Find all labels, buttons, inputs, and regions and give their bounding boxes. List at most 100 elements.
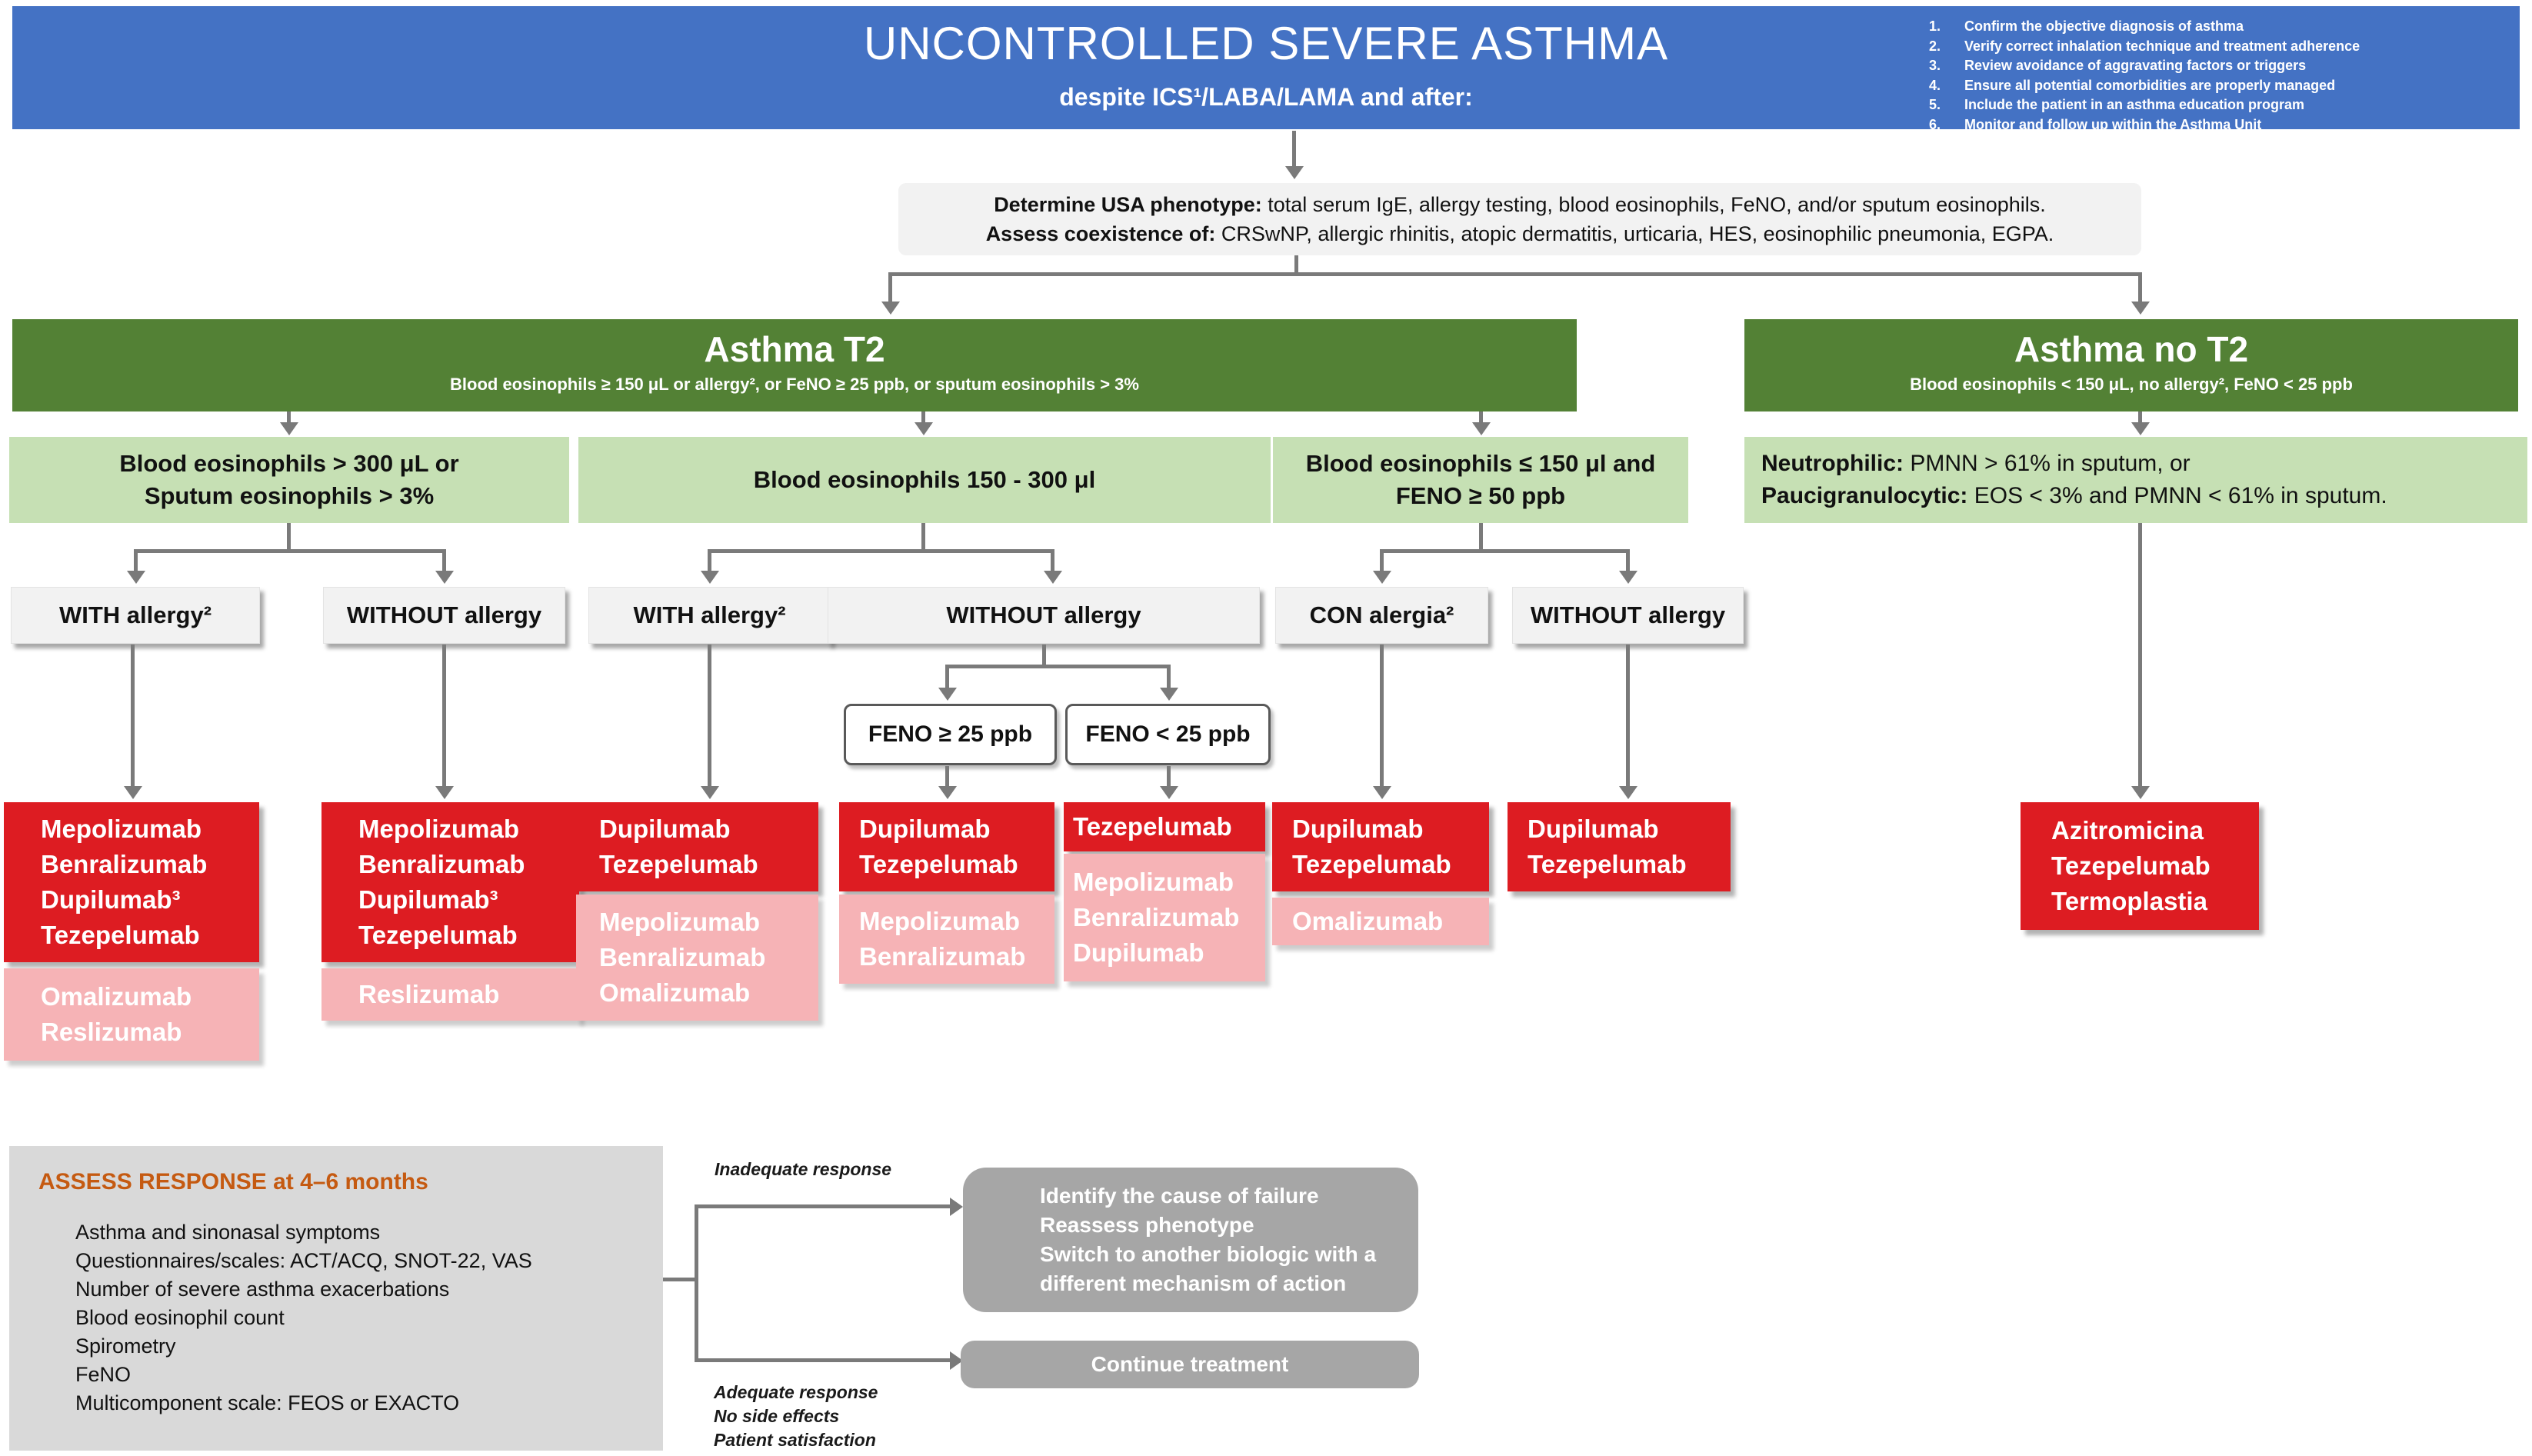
criteria-box-no-t2: Neutrophilic: PMNN > 61% in sputum, or P… bbox=[1744, 437, 2527, 523]
connector-arrow-down-icon bbox=[945, 766, 949, 786]
drug-name: Dupilumab bbox=[1073, 938, 1204, 967]
drug-name: Benralizumab bbox=[599, 943, 766, 971]
adequate-response-labels: Adequate response No side effects Patien… bbox=[714, 1381, 1006, 1452]
phenotype-line-2: Assess coexistence of: CRSwNP, allergic … bbox=[898, 219, 2141, 248]
checklist-text: Ensure all potential comorbidities are p… bbox=[1964, 77, 2336, 93]
criteria-line: Neutrophilic: PMNN > 61% in sputum, or bbox=[1761, 448, 2527, 480]
connector-arrow-down-icon bbox=[2138, 523, 2142, 786]
drug-name: Tezepelumab bbox=[2051, 851, 2211, 880]
checklist-item: 2. Verify correct inhalation technique an… bbox=[1929, 37, 2532, 57]
drug-name: Dupilumab³ bbox=[358, 885, 498, 914]
connector-arrow-down-icon bbox=[1626, 645, 1630, 786]
feno-box-lt-25: FENO < 25 ppb bbox=[1065, 704, 1271, 765]
connector-line bbox=[1381, 549, 1629, 553]
drug-name: Dupilumab bbox=[1292, 815, 1424, 843]
allergy-box-without-allergy-1: WITHOUT allergy bbox=[323, 587, 565, 644]
page-subtitle: despite ICS¹/LABA/LAMA and after: bbox=[1059, 83, 1473, 111]
drug-box-alternative-col1: Omalizumab Reslizumab bbox=[4, 968, 259, 1061]
connector-arrow-down-icon bbox=[921, 411, 925, 422]
connector-arrow-down-icon bbox=[1380, 549, 1384, 571]
connector-arrow-right-icon bbox=[695, 1358, 950, 1362]
drug-box-no-t2: Azitromicina Tezepelumab Termoplastia bbox=[2021, 802, 2259, 930]
drug-box-preferred-col7: Dupilumab Tezepelumab bbox=[1508, 802, 1731, 891]
checklist-item: 5.Include the patient in an asthma educa… bbox=[1929, 95, 2532, 115]
drug-name: Reslizumab bbox=[41, 1018, 182, 1046]
criteria-box-eos-gt-300: Blood eosinophils > 300 μL or Sputum eos… bbox=[9, 437, 569, 523]
drug-box-preferred-col2: Mepolizumab Benralizumab Dupilumab³ Teze… bbox=[321, 802, 579, 962]
checklist-number: 6. bbox=[1929, 116, 1941, 132]
feno-box-ge-25: FENO ≥ 25 ppb bbox=[844, 704, 1057, 765]
phenotype-lead-1: Determine USA phenotype: bbox=[994, 193, 1262, 216]
drug-name: Mepolizumab bbox=[358, 815, 520, 843]
checklist-number: 3. bbox=[1929, 58, 1941, 73]
connector-line bbox=[890, 272, 2142, 276]
criteria-line: FENO ≥ 50 ppb bbox=[1395, 482, 1566, 509]
phenotype-box: Determine USA phenotype: total serum IgE… bbox=[898, 183, 2141, 255]
checklist-text: Monitor and follow up within the Asthma … bbox=[1964, 116, 2262, 132]
drug-name: Termoplastia bbox=[2051, 887, 2207, 915]
drug-name: Mepolizumab bbox=[859, 907, 1021, 935]
phenotype-rest-2: CRSwNP, allergic rhinitis, atopic dermat… bbox=[1215, 222, 2054, 245]
drug-box-preferred-col5: Tezepelumab bbox=[1064, 802, 1265, 851]
branch-no-t2-header: Asthma no T2 Blood eosinophils < 150 μL,… bbox=[1744, 319, 2518, 411]
connector-line bbox=[947, 665, 1170, 668]
connector-arrow-down-icon bbox=[1051, 549, 1054, 571]
branch-t2-subtitle: Blood eosinophils ≥ 150 μL or allergy², … bbox=[450, 375, 1139, 394]
checklist-number: 1. bbox=[1929, 18, 1941, 34]
connector-line bbox=[1294, 255, 1298, 275]
adequate-label-line: Patient satisfaction bbox=[714, 1430, 876, 1450]
drug-name: Dupilumab bbox=[859, 815, 991, 843]
pre-biologic-checklist: 1. Confirm the objective diagnosis of ast… bbox=[1929, 17, 2532, 135]
connector-arrow-down-icon bbox=[287, 411, 291, 422]
drug-box-alternative-col3: Mepolizumab Benralizumab Omalizumab bbox=[576, 895, 818, 1021]
checklist-text: Confirm the objective diagnosis of asthm… bbox=[1964, 18, 2244, 34]
drug-name: Tezepelumab bbox=[41, 921, 200, 949]
connector-arrow-down-icon bbox=[888, 272, 892, 302]
checklist-item: 4.Ensure all potential comorbidities are… bbox=[1929, 76, 2532, 96]
connector-arrow-down-icon bbox=[708, 549, 711, 571]
criteria-lead: Paucigranulocytic: bbox=[1761, 483, 1968, 508]
checklist-number: 5. bbox=[1929, 97, 1941, 112]
drug-name: Tezepelumab bbox=[1292, 850, 1451, 878]
assess-response-box: ASSESS RESPONSE at 4–6 months Asthma and… bbox=[9, 1146, 663, 1451]
connector-arrow-down-icon bbox=[1626, 549, 1630, 571]
drug-name: Mepolizumab bbox=[41, 815, 202, 843]
drug-box-alternative-col4: Mepolizumab Benralizumab bbox=[839, 895, 1054, 984]
allergy-box-with-allergy-2: WITH allergy² bbox=[588, 587, 831, 644]
drug-name: Tezepelumab bbox=[358, 921, 518, 949]
checklist-number: 2. bbox=[1929, 38, 1941, 54]
drug-box-preferred-col1: Mepolizumab Benralizumab Dupilumab³ Teze… bbox=[4, 802, 259, 962]
phenotype-lead-2: Assess coexistence of: bbox=[985, 222, 1216, 245]
connector-arrow-down-icon bbox=[1380, 645, 1384, 786]
drug-name: Tezepelumab bbox=[1073, 812, 1232, 841]
checklist-item: 6. Monitor and follow up within the Asthm… bbox=[1929, 115, 2532, 135]
connector-arrow-down-icon bbox=[708, 645, 711, 786]
connector-line bbox=[1479, 523, 1483, 551]
connector-line bbox=[695, 1206, 698, 1360]
connector-arrow-down-icon bbox=[2138, 272, 2142, 302]
drug-box-preferred-col3: Dupilumab Tezepelumab bbox=[576, 802, 818, 891]
assess-item: Multicomponent scale: FEOS or EXACTO bbox=[75, 1391, 460, 1414]
connector-arrow-right-icon bbox=[695, 1204, 950, 1208]
assess-item: Questionnaires/scales: ACT/ACQ, SNOT-22,… bbox=[75, 1249, 532, 1272]
assess-item: Spirometry bbox=[75, 1334, 176, 1358]
phenotype-line-1: Determine USA phenotype: total serum IgE… bbox=[898, 190, 2141, 219]
allergy-box-con-alergia: CON alergia² bbox=[1275, 587, 1488, 644]
drug-name: Tezepelumab bbox=[859, 850, 1018, 878]
connector-arrow-down-icon bbox=[1167, 665, 1171, 688]
checklist-text: Verify correct inhalation technique and … bbox=[1964, 38, 2360, 54]
connector-line bbox=[709, 549, 1054, 553]
drug-name: Mepolizumab bbox=[1073, 868, 1234, 896]
assess-item: Blood eosinophil count bbox=[75, 1306, 285, 1329]
assess-response-title: ASSESS RESPONSE at 4–6 months bbox=[38, 1169, 428, 1194]
criteria-line: Sputum eosinophils > 3% bbox=[144, 482, 435, 509]
connector-arrow-down-icon bbox=[442, 549, 446, 571]
drug-name: Benralizumab bbox=[859, 942, 1026, 971]
inadequate-response-label: Inadequate response bbox=[715, 1159, 892, 1179]
inadequate-response-action-box: Identify the cause of failure Reassess p… bbox=[963, 1168, 1418, 1312]
drug-name: Tezepelumab bbox=[1528, 850, 1687, 878]
adequate-label-line: No side effects bbox=[714, 1406, 840, 1426]
criteria-box-eos-le-150: Blood eosinophils ≤ 150 μl and FENO ≥ 50… bbox=[1273, 437, 1688, 523]
drug-box-preferred-col6: Dupilumab Tezepelumab bbox=[1272, 802, 1489, 891]
